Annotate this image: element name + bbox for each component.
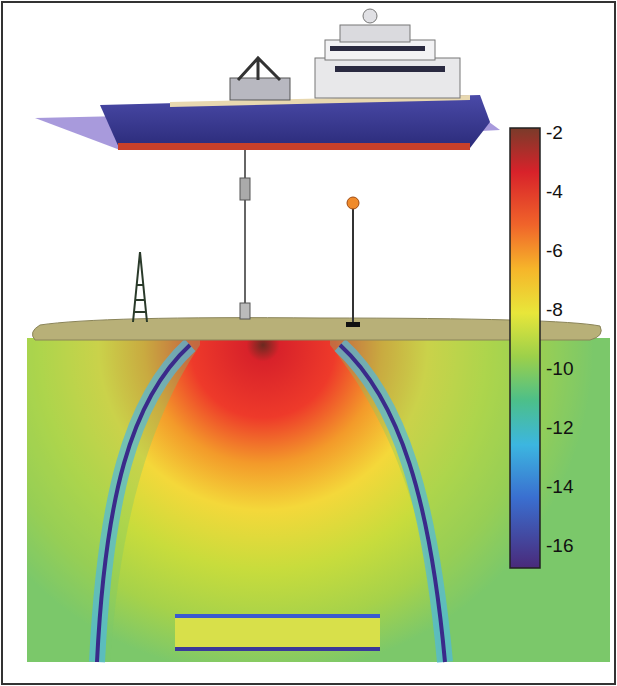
colorbar-tick-label: -2 bbox=[546, 123, 563, 142]
colorbar-tick-label: -4 bbox=[546, 182, 563, 201]
colorbar-tick-label: -16 bbox=[546, 536, 573, 555]
colorbar-tick-label: -14 bbox=[546, 477, 573, 496]
colorbar-tick-label: -6 bbox=[546, 241, 563, 260]
colorbar-tick-label: -8 bbox=[546, 300, 563, 319]
colorbar-tick-label: -12 bbox=[546, 418, 573, 437]
colorbar-tick-label: -10 bbox=[546, 359, 573, 378]
